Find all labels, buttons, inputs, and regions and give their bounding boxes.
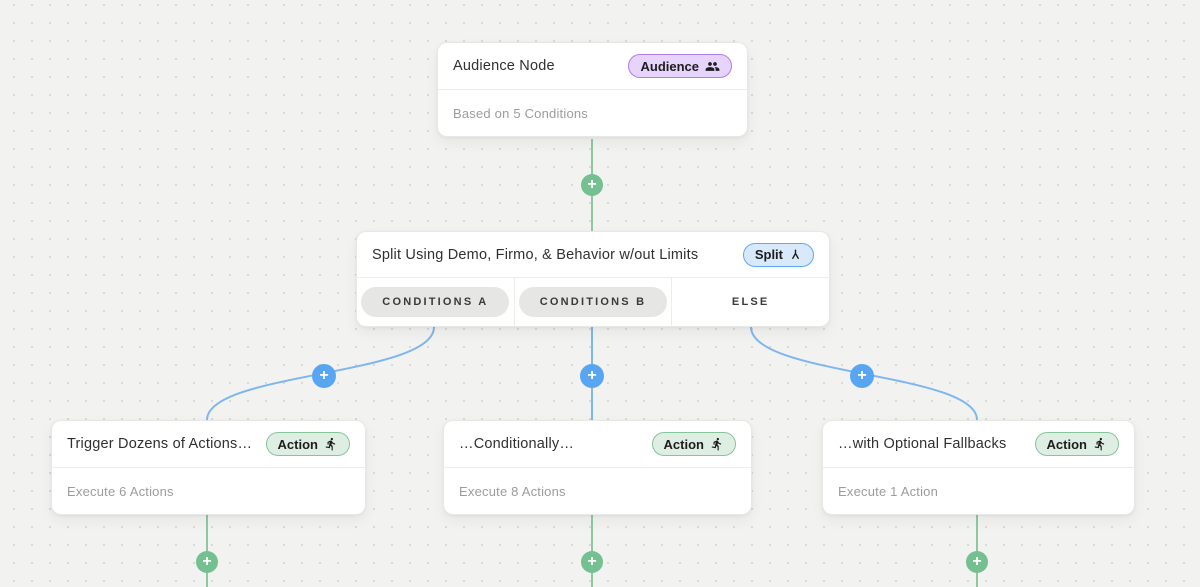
split-badge-label: Split <box>754 247 783 262</box>
branch-cell-else: ELSE <box>672 278 829 326</box>
split-node-title: Split Using Demo, Firmo, & Behavior w/ou… <box>372 246 699 263</box>
plus-icon: + <box>202 552 212 570</box>
split-node[interactable]: Split Using Demo, Firmo, & Behavior w/ou… <box>356 231 830 327</box>
add-step-button-after-action-right[interactable]: + <box>966 551 988 573</box>
action-node-left-subtitle: Execute 6 Actions <box>67 483 174 499</box>
action-node-right-body: Execute 1 Action <box>823 468 1134 514</box>
branch-conditions-a[interactable]: CONDITIONS A <box>361 287 510 317</box>
action-node-middle[interactable]: …Conditionally… Action Execute 8 Actions <box>443 420 752 515</box>
audience-node-header: Audience Node Audience <box>438 43 747 90</box>
branch-conditions-b[interactable]: CONDITIONS B <box>518 287 668 317</box>
action-node-right-header: …with Optional Fallbacks Action <box>823 421 1134 468</box>
plus-icon: + <box>972 552 982 570</box>
plus-icon: + <box>857 366 867 384</box>
audience-node-subtitle: Based on 5 Conditions <box>453 105 589 121</box>
branch-cell-conditions-a: CONDITIONS A <box>357 278 515 326</box>
action-node-middle-body: Execute 8 Actions <box>444 468 751 514</box>
branch-cell-conditions-b: CONDITIONS B <box>515 278 673 326</box>
action-badge-label: Action <box>277 436 318 452</box>
add-step-button-branch-else[interactable]: + <box>850 364 874 388</box>
branch-else: ELSE <box>731 296 770 308</box>
action-node-right-title: …with Optional Fallbacks <box>838 436 1007 452</box>
add-step-button-after-audience[interactable]: + <box>581 174 603 196</box>
action-badge-label: Action <box>1046 436 1087 452</box>
people-icon <box>705 61 720 71</box>
action-badge-label: Action <box>663 436 704 452</box>
audience-node[interactable]: Audience Node Audience Based on 5 Condit… <box>437 42 748 137</box>
add-step-button-branch-a[interactable]: + <box>312 364 336 388</box>
split-badge: Split <box>742 242 814 267</box>
audience-node-body: Based on 5 Conditions <box>438 90 747 136</box>
audience-badge-label: Audience <box>640 58 699 74</box>
action-node-left-title: Trigger Dozens of Actions… <box>67 436 253 452</box>
action-node-middle-subtitle: Execute 8 Actions <box>459 483 566 499</box>
action-node-left-header: Trigger Dozens of Actions… Action <box>52 421 365 468</box>
action-node-right[interactable]: …with Optional Fallbacks Action Execute … <box>822 420 1135 515</box>
plus-icon: + <box>587 175 597 193</box>
run-icon <box>325 437 336 451</box>
audience-badge: Audience <box>628 54 732 78</box>
plus-icon: + <box>319 366 329 384</box>
action-node-right-subtitle: Execute 1 Action <box>838 483 939 499</box>
add-step-button-after-action-left[interactable]: + <box>196 551 218 573</box>
action-node-left[interactable]: Trigger Dozens of Actions… Action Execut… <box>51 420 366 515</box>
plus-icon: + <box>587 552 597 570</box>
action-node-middle-title: …Conditionally… <box>459 436 575 452</box>
action-badge: Action <box>1034 432 1119 456</box>
action-badge: Action <box>265 432 350 456</box>
split-icon <box>792 249 799 259</box>
action-node-middle-header: …Conditionally… Action <box>444 421 751 468</box>
action-badge: Action <box>651 432 736 456</box>
audience-node-title: Audience Node <box>453 58 555 74</box>
split-branch-row: CONDITIONS A CONDITIONS B ELSE <box>357 278 829 326</box>
add-step-button-branch-b[interactable]: + <box>580 364 604 388</box>
run-icon <box>1094 437 1105 451</box>
plus-icon: + <box>587 366 597 384</box>
add-step-button-after-action-middle[interactable]: + <box>581 551 603 573</box>
action-node-left-body: Execute 6 Actions <box>52 468 365 514</box>
split-node-header: Split Using Demo, Firmo, & Behavior w/ou… <box>357 232 829 278</box>
run-icon <box>711 437 722 451</box>
